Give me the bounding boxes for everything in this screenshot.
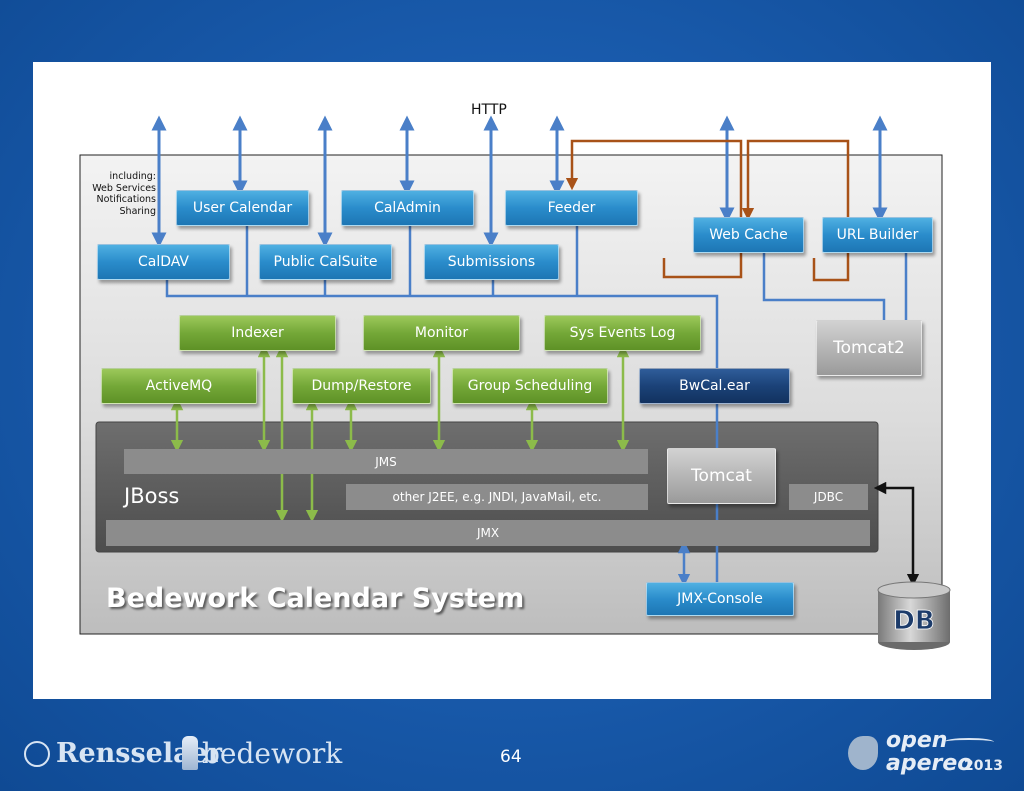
- sys-events-log-box[interactable]: Sys Events Log: [544, 315, 701, 351]
- db-label: DB: [893, 606, 934, 636]
- caldav-box[interactable]: CalDAV: [97, 244, 230, 280]
- url-builder-box[interactable]: URL Builder: [822, 217, 933, 253]
- note-line: including:: [109, 171, 156, 182]
- http-label: HTTP: [471, 102, 507, 118]
- page-number: 64: [500, 747, 522, 767]
- open-apereo-logo: open apereo 2013: [840, 728, 1012, 780]
- system-title: Bedework Calendar System: [106, 583, 525, 614]
- bwcal-ear-box[interactable]: BwCal.ear: [639, 368, 790, 404]
- tomcat-box[interactable]: Tomcat: [667, 448, 776, 504]
- tomcat2-box[interactable]: Tomcat2: [816, 320, 922, 376]
- figure-icon: [182, 736, 198, 770]
- bus-connectors: [165, 226, 908, 587]
- year-text: 2013: [964, 758, 1003, 774]
- including-note: including: Web Services Notifications Sh…: [84, 171, 156, 217]
- indexer-box[interactable]: Indexer: [179, 315, 336, 351]
- open-text: open: [886, 728, 948, 753]
- jmx-console-box[interactable]: JMX-Console: [646, 582, 794, 616]
- apereo-text: apereo: [886, 751, 973, 776]
- database-icon: DB: [877, 581, 951, 650]
- activemq-box[interactable]: ActiveMQ: [101, 368, 257, 404]
- group-scheduling-box[interactable]: Group Scheduling: [452, 368, 608, 404]
- monitor-box[interactable]: Monitor: [363, 315, 520, 351]
- bedework-text: bedework: [202, 736, 343, 770]
- jboss-label: JBoss: [124, 484, 180, 508]
- bedework-logo: bedework: [182, 736, 342, 770]
- wave-icon: [944, 738, 994, 746]
- jmx-bar: JMX: [106, 520, 870, 546]
- public-calsuite-box[interactable]: Public CalSuite: [259, 244, 392, 280]
- http-arrows: [151, 115, 888, 248]
- note-line: Notifications: [96, 194, 156, 205]
- note-line: Sharing: [119, 205, 156, 217]
- note-line: Web Services: [92, 182, 156, 194]
- jdbc-bar: JDBC: [789, 484, 868, 510]
- feeder-box[interactable]: Feeder: [505, 190, 638, 226]
- other-j2ee-bar: other J2EE, e.g. JNDI, JavaMail, etc.: [346, 484, 648, 510]
- apereo-mark-icon: [848, 736, 878, 770]
- dump-restore-box[interactable]: Dump/Restore: [292, 368, 431, 404]
- proxy-connectors: [565, 139, 850, 282]
- jdbc-db-connector: [873, 481, 920, 587]
- caladmin-box[interactable]: CalAdmin: [341, 190, 474, 226]
- jms-bar: JMS: [124, 449, 648, 474]
- user-calendar-box[interactable]: User Calendar: [176, 190, 309, 226]
- submissions-box[interactable]: Submissions: [424, 244, 559, 280]
- web-cache-box[interactable]: Web Cache: [693, 217, 804, 253]
- seal-icon: [24, 740, 50, 767]
